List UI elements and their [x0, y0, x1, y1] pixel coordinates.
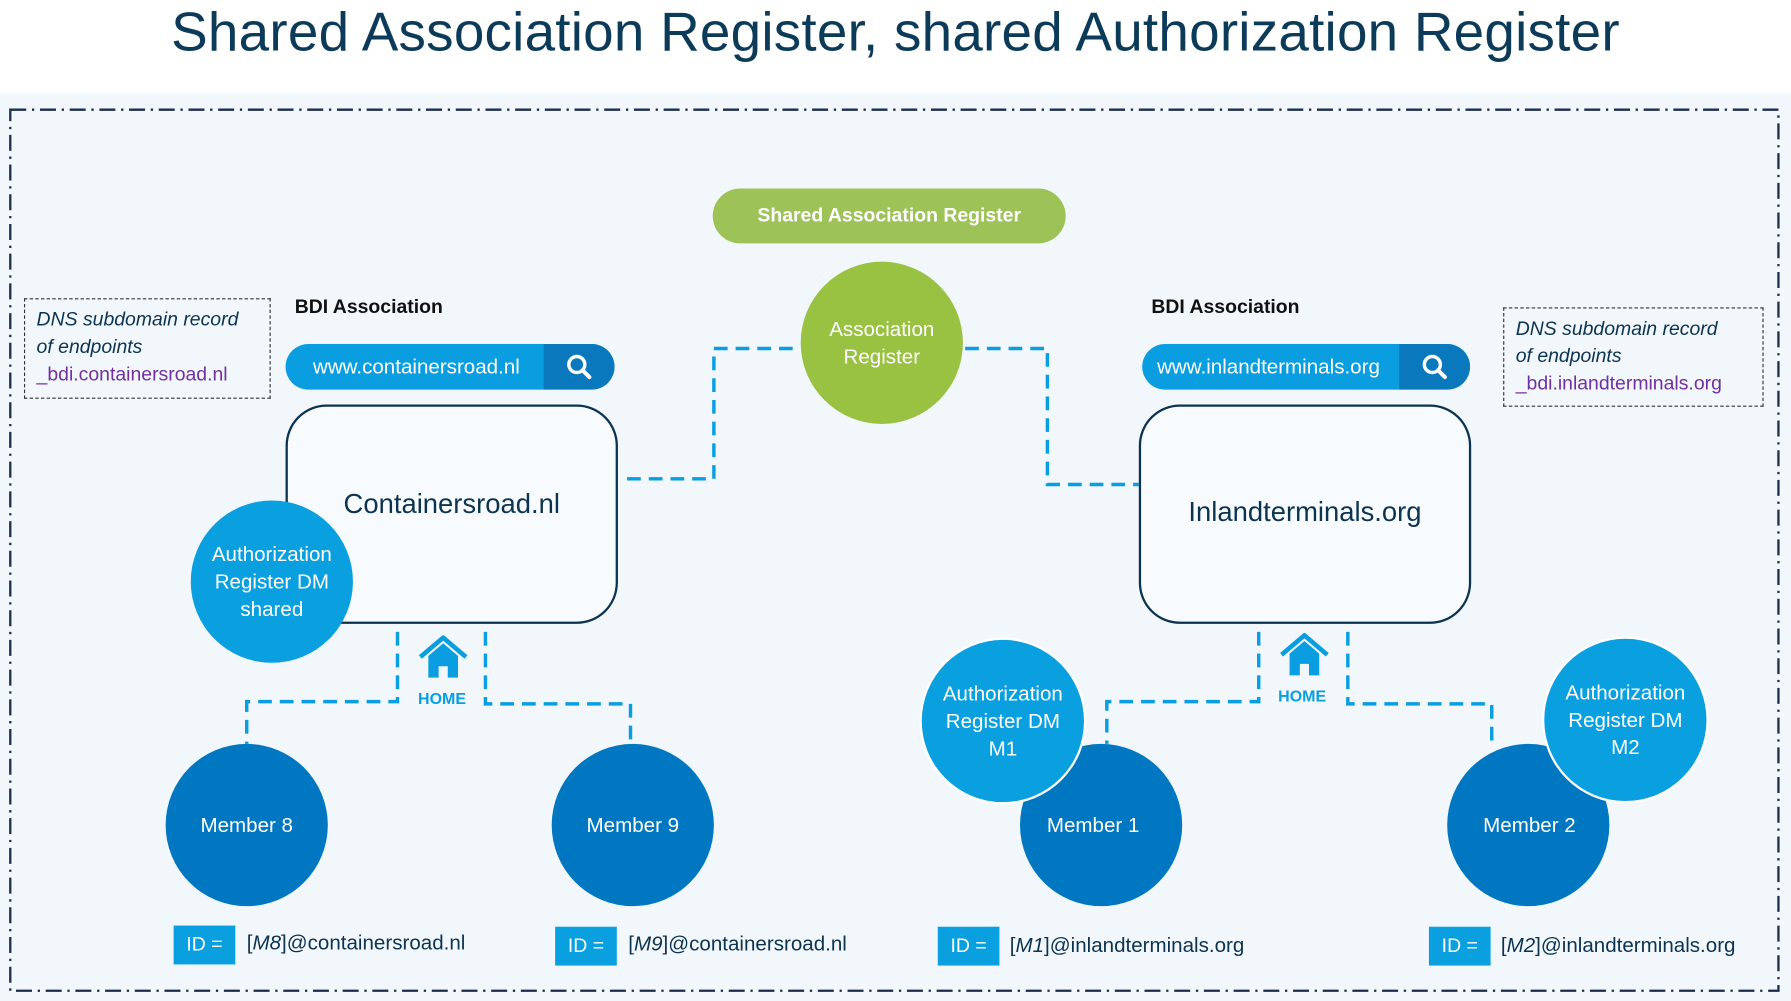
id-tag-member2: ID = [1428, 926, 1491, 966]
home-label-right: HOME [1278, 686, 1327, 706]
id-value-member1: [M1]@inlandterminals.org [1009, 933, 1245, 957]
search-value-right: www.inlandterminals.org [1157, 354, 1380, 378]
id-code: M8 [252, 931, 282, 955]
auth-register-line1: Authorization [211, 542, 332, 566]
search-bar-left[interactable]: www.containersroad.nl [285, 343, 615, 390]
dns-record-box-left: DNS subdomain record of endpoints _bdi.c… [23, 298, 271, 399]
dns-record: _bdi.inlandterminals.org [1515, 372, 1722, 395]
auth-register-line2: Register DM [945, 709, 1060, 733]
id-code: M9 [633, 932, 663, 956]
search-bar-right[interactable]: www.inlandterminals.org [1142, 343, 1471, 390]
home-icon [1280, 633, 1329, 676]
shared-association-register-pill: Shared Association Register [712, 188, 1066, 244]
auth-register-line2: Register DM [1568, 708, 1683, 732]
member-label: Member 2 [1483, 813, 1576, 837]
id-domain: @inlandterminals.org [1540, 933, 1736, 957]
id-value-member8: [M8]@containersroad.nl [246, 931, 466, 955]
id-value-member9: [M9]@containersroad.nl [628, 932, 847, 956]
dns-line2: of endpoints [36, 335, 143, 358]
bdi-association-label-left: BDI Association [294, 295, 443, 318]
id-tag-member8: ID = [173, 925, 236, 965]
id-value-member2: [M2]@inlandterminals.org [1500, 933, 1736, 957]
id-domain: @inlandterminals.org [1049, 933, 1245, 957]
association-register-label-line1: Association [829, 317, 935, 341]
id-domain: @containersroad.nl [668, 932, 847, 956]
search-icon [567, 354, 592, 380]
bdi-association-label-right: BDI Association [1151, 295, 1300, 318]
dns-line1: DNS subdomain record [1515, 317, 1718, 340]
id-code: M1 [1015, 933, 1045, 957]
org-name-left: Containersroad.nl [343, 489, 560, 520]
id-tag-member9: ID = [555, 926, 617, 966]
id-tag-member1: ID = [937, 926, 1000, 966]
dns-line1: DNS subdomain record [36, 308, 239, 331]
home-icon [418, 635, 468, 678]
dns-record: _bdi.containersroad.nl [36, 363, 228, 386]
association-register-circle[interactable]: Association Register [800, 261, 963, 424]
search-value-left: www.containersroad.nl [312, 354, 520, 378]
id-code: M2 [1506, 933, 1536, 957]
auth-register-line1: Authorization [1565, 681, 1686, 704]
member-label: Member 8 [200, 813, 293, 837]
auth-register-line2: Register DM [214, 570, 329, 594]
dns-line2: of endpoints [1515, 345, 1622, 367]
member-8-circle[interactable]: Member 8 [165, 743, 328, 907]
org-box-inlandterminals[interactable]: Inlandterminals.org [1138, 404, 1472, 624]
search-icon [1422, 354, 1447, 380]
association-register-label-line2: Register [843, 345, 921, 368]
authorization-register-m1-circle[interactable]: Authorization Register DM M1 [921, 639, 1084, 803]
org-name-right: Inlandterminals.org [1188, 497, 1422, 528]
auth-register-line1: Authorization [942, 682, 1063, 706]
id-domain: @containersroad.nl [286, 931, 466, 955]
dns-record-box-right: DNS subdomain record of endpoints _bdi.i… [1503, 307, 1764, 407]
home-label-left: HOME [418, 689, 467, 708]
auth-register-line3: M1 [988, 737, 1018, 760]
auth-register-line3: M2 [1611, 735, 1640, 759]
member-label: Member 9 [586, 813, 680, 837]
auth-register-line3: shared [240, 597, 304, 621]
member-label: Member 1 [1046, 813, 1140, 837]
member-9-circle[interactable]: Member 9 [551, 743, 714, 907]
authorization-register-shared-circle[interactable]: Authorization Register DM shared [190, 500, 353, 663]
authorization-register-m2-circle[interactable]: Authorization Register DM M2 [1544, 638, 1707, 802]
search-button-left[interactable] [543, 343, 615, 390]
page-title: Shared Association Register, shared Auth… [171, 2, 1620, 63]
search-button-right[interactable] [1399, 343, 1471, 390]
